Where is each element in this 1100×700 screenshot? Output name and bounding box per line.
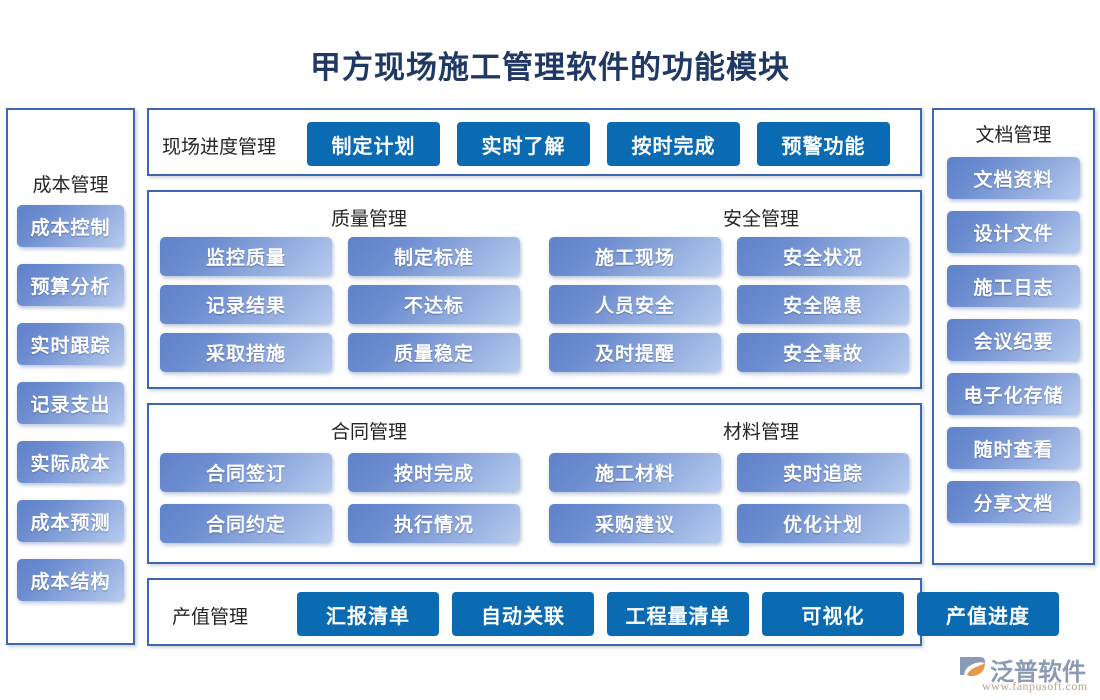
brand-url: www.fanpusoft.com (982, 679, 1088, 693)
output-item-visualization[interactable]: 可视化 (762, 592, 904, 636)
brand-name: 泛普软件 (990, 660, 1086, 686)
contract-item-on-time-completion[interactable]: 按时完成 (348, 453, 520, 492)
document-management-heading: 文档管理 (975, 125, 1052, 146)
material-management-item-grid: 施工材料 实时追踪 采购建议 优化计划 (549, 453, 909, 543)
contract-material-panel: 合同管理 材料管理 合同签订 按时完成 合同约定 执行情况 施工材料 实时追踪 … (147, 403, 922, 564)
doc-item-design-files[interactable]: 设计文件 (947, 211, 1080, 253)
material-item-construction-materials[interactable]: 施工材料 (549, 453, 721, 492)
site-progress-label: 现场进度管理 (162, 137, 277, 158)
fanpu-swoosh-logo-icon (960, 657, 985, 676)
document-management-panel: 文档管理 文档资料 设计文件 施工日志 会议纪要 电子化存储 随时查看 分享文档 (932, 108, 1095, 565)
cost-management-panel: 成本管理 成本控制 预算分析 实时跟踪 记录支出 实际成本 成本预测 成本结构 (6, 108, 135, 645)
material-item-realtime-tracing[interactable]: 实时追踪 (737, 453, 909, 492)
safety-item-safety-accident[interactable]: 安全事故 (737, 333, 909, 372)
quality-item-substandard[interactable]: 不达标 (348, 285, 520, 324)
contract-item-contract-terms[interactable]: 合同约定 (160, 504, 332, 543)
contract-management-item-grid: 合同签订 按时完成 合同约定 执行情况 (160, 453, 520, 543)
cost-item-cost-forecast[interactable]: 成本预测 (17, 500, 124, 542)
safety-item-safety-hazard[interactable]: 安全隐患 (737, 285, 909, 324)
output-item-auto-association[interactable]: 自动关联 (452, 592, 594, 636)
quality-item-record-results[interactable]: 记录结果 (160, 285, 332, 324)
output-item-quantity-bill[interactable]: 工程量清单 (607, 592, 749, 636)
safety-item-construction-site[interactable]: 施工现场 (549, 237, 721, 276)
progress-item-realtime-understanding[interactable]: 实时了解 (457, 122, 590, 166)
progress-item-early-warning[interactable]: 预警功能 (757, 122, 890, 166)
quality-item-monitor-quality[interactable]: 监控质量 (160, 237, 332, 276)
site-progress-button-group: 制定计划 实时了解 按时完成 预警功能 (307, 122, 890, 166)
progress-item-make-plan[interactable]: 制定计划 (307, 122, 440, 166)
page-title: 甲方现场施工管理软件的功能模块 (310, 50, 790, 85)
quality-management-heading: 质量管理 (331, 209, 408, 230)
brand-logo: 泛普软件 www.fanpusoft.com (958, 652, 1094, 696)
cost-item-budget-analysis[interactable]: 预算分析 (17, 264, 124, 306)
material-item-procurement-advice[interactable]: 采购建议 (549, 504, 721, 543)
output-value-panel: 产值管理 汇报清单 自动关联 工程量清单 可视化 产值进度 (147, 578, 1059, 646)
cost-item-record-expense[interactable]: 记录支出 (17, 382, 124, 424)
doc-item-view-anytime[interactable]: 随时查看 (947, 427, 1080, 469)
safety-item-safety-status[interactable]: 安全状况 (737, 237, 909, 276)
cost-management-heading: 成本管理 (32, 175, 109, 196)
contract-management-heading: 合同管理 (331, 422, 408, 443)
quality-item-stable-quality[interactable]: 质量稳定 (348, 333, 520, 372)
quality-safety-panel: 质量管理 安全管理 监控质量 制定标准 记录结果 不达标 采取措施 质量稳定 施… (147, 190, 922, 389)
cost-item-actual-cost[interactable]: 实际成本 (17, 441, 124, 483)
safety-item-timely-reminder[interactable]: 及时提醒 (549, 333, 721, 372)
doc-item-document-materials[interactable]: 文档资料 (947, 157, 1080, 199)
contract-item-execution-status[interactable]: 执行情况 (348, 504, 520, 543)
output-item-output-progress[interactable]: 产值进度 (917, 592, 1059, 636)
progress-item-on-time-completion[interactable]: 按时完成 (607, 122, 740, 166)
material-item-optimize-plan[interactable]: 优化计划 (737, 504, 909, 543)
quality-management-item-grid: 监控质量 制定标准 记录结果 不达标 采取措施 质量稳定 (160, 237, 520, 372)
doc-item-share-document[interactable]: 分享文档 (947, 481, 1080, 523)
safety-management-heading: 安全管理 (723, 209, 800, 230)
site-progress-panel: 现场进度管理 制定计划 实时了解 按时完成 预警功能 (147, 108, 922, 176)
quality-item-set-standards[interactable]: 制定标准 (348, 237, 520, 276)
cost-management-item-list: 成本控制 预算分析 实时跟踪 记录支出 实际成本 成本预测 成本结构 (17, 205, 124, 618)
quality-item-take-measures[interactable]: 采取措施 (160, 333, 332, 372)
output-item-report-list[interactable]: 汇报清单 (297, 592, 439, 636)
safety-management-item-grid: 施工现场 安全状况 人员安全 安全隐患 及时提醒 安全事故 (549, 237, 909, 372)
safety-item-personnel-safety[interactable]: 人员安全 (549, 285, 721, 324)
output-value-button-group: 汇报清单 自动关联 工程量清单 可视化 产值进度 (297, 592, 1059, 636)
cost-item-realtime-tracking[interactable]: 实时跟踪 (17, 323, 124, 365)
doc-item-construction-log[interactable]: 施工日志 (947, 265, 1080, 307)
cost-item-cost-structure[interactable]: 成本结构 (17, 559, 124, 601)
contract-item-contract-signing[interactable]: 合同签订 (160, 453, 332, 492)
cost-item-cost-control[interactable]: 成本控制 (17, 205, 124, 247)
output-value-label: 产值管理 (172, 607, 249, 628)
doc-item-meeting-minutes[interactable]: 会议纪要 (947, 319, 1080, 361)
doc-item-electronic-storage[interactable]: 电子化存储 (947, 373, 1080, 415)
material-management-heading: 材料管理 (723, 422, 800, 443)
document-management-item-list: 文档资料 设计文件 施工日志 会议纪要 电子化存储 随时查看 分享文档 (947, 157, 1080, 535)
